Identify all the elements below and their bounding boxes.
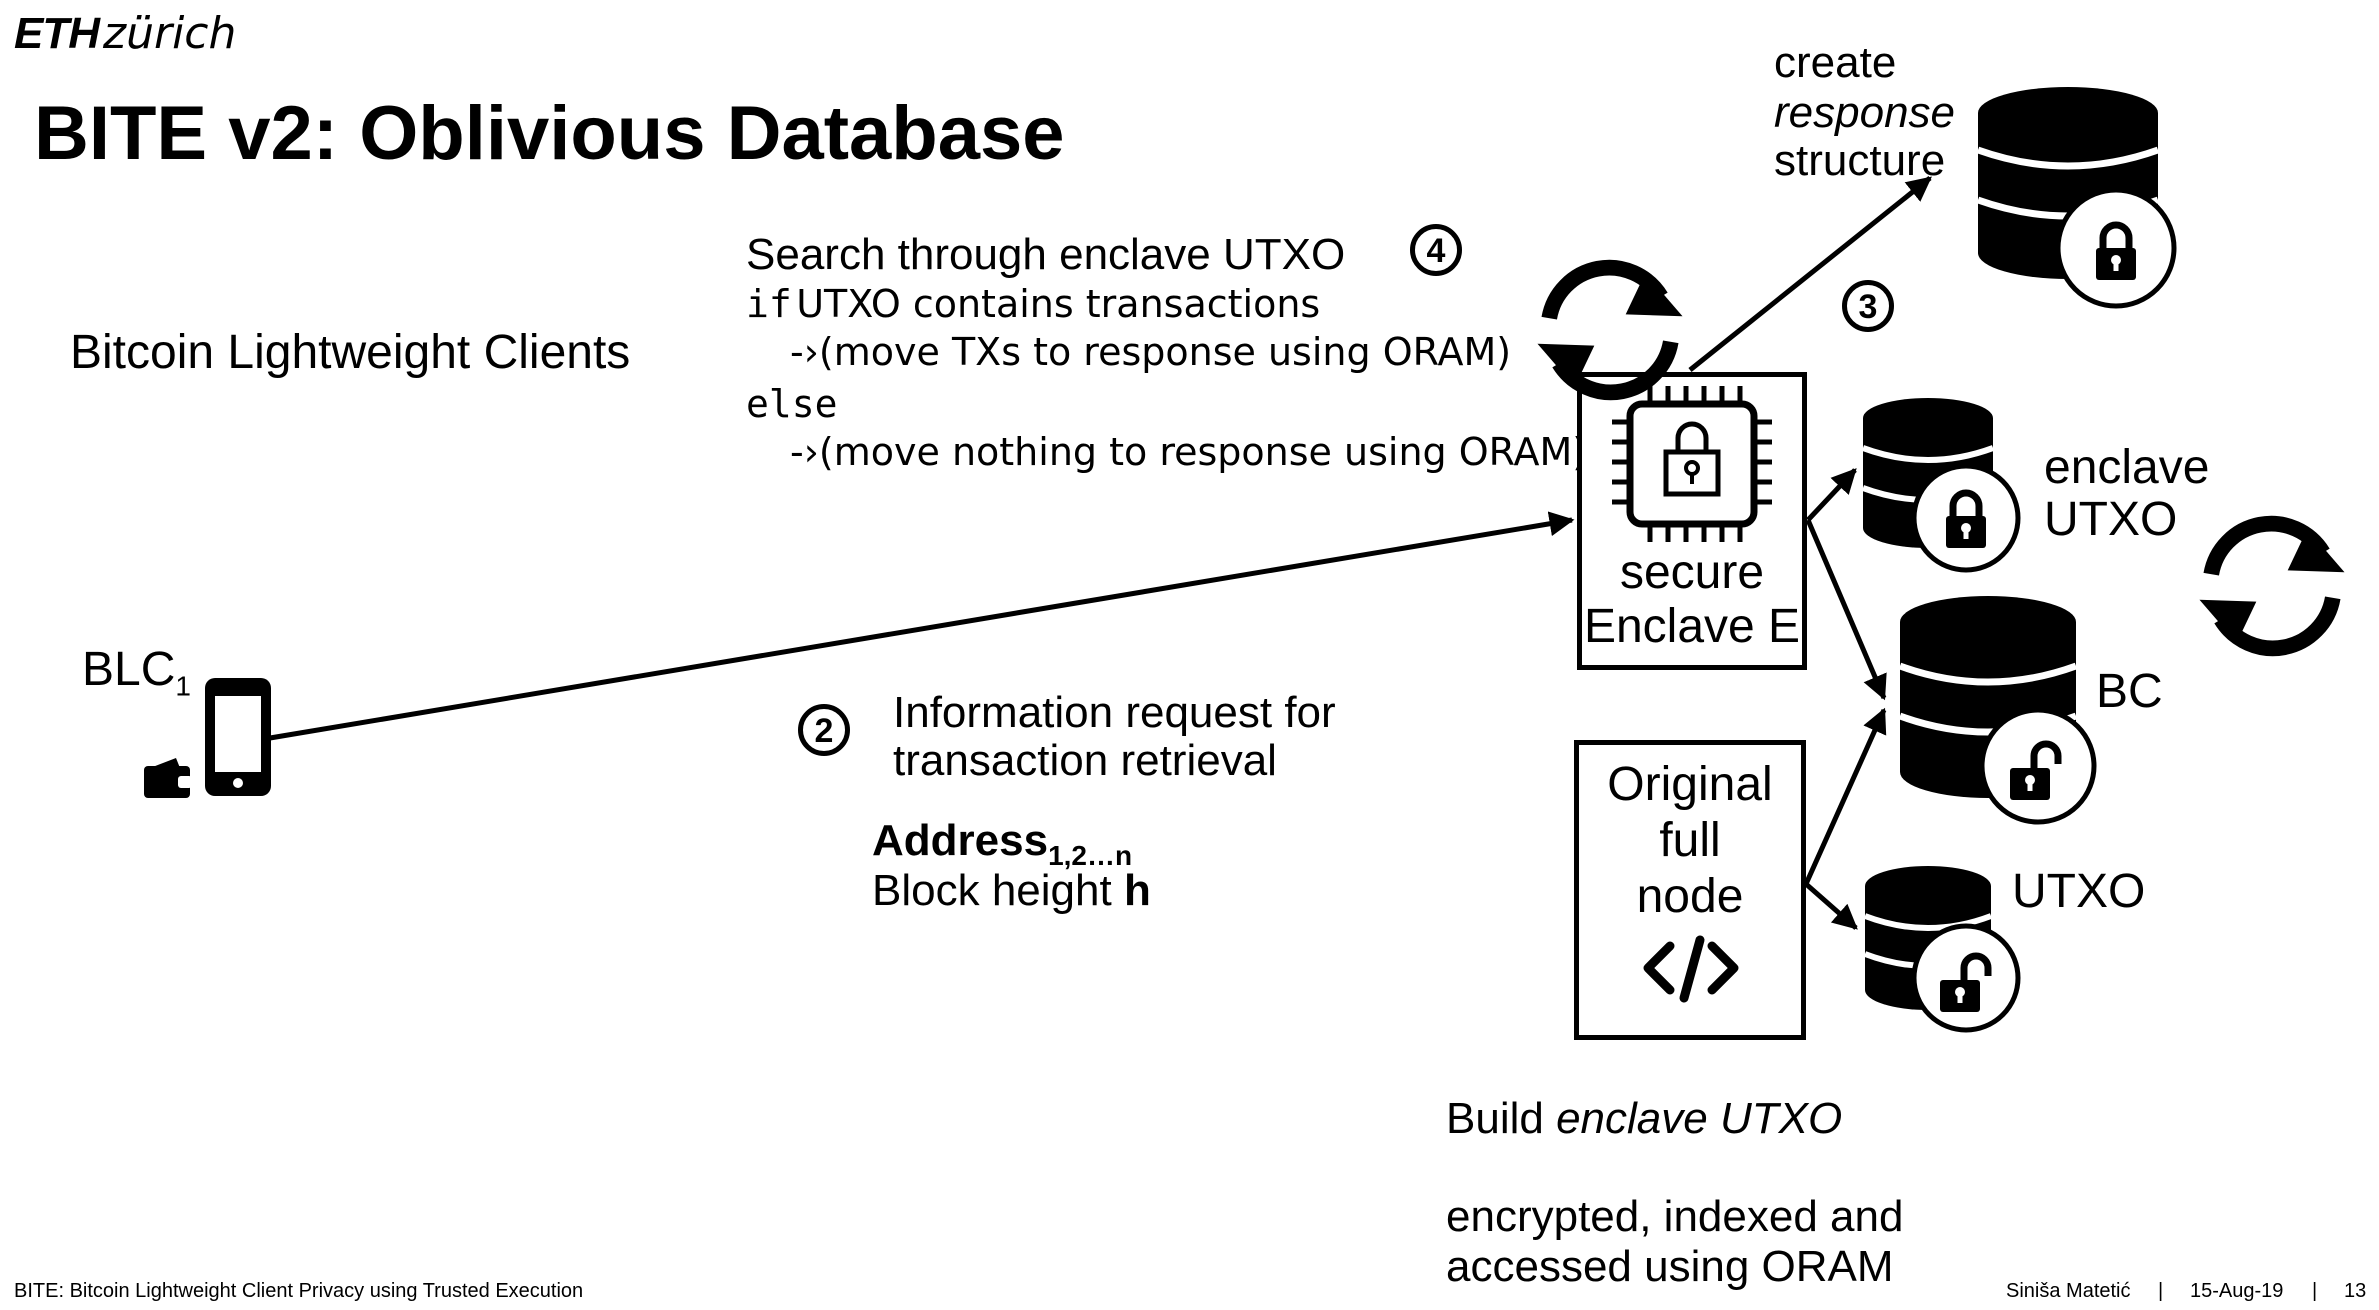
else-keyword: else	[746, 382, 838, 426]
phone-icon	[205, 678, 271, 796]
footer-date: 15-Aug-19	[2190, 1280, 2284, 1302]
if-line: if UTXO contains transactions	[746, 282, 1321, 326]
utxo-label: UTXO	[2012, 865, 2146, 918]
request-line-2: transaction retrieval	[893, 736, 1277, 785]
footer-sep-1: |	[2158, 1280, 2164, 1302]
request-arrow	[269, 511, 1575, 741]
refresh-cycle-icon	[2199, 524, 2344, 649]
enclave-utxo-label-1: enclave	[2044, 441, 2210, 494]
search-heading: Search through enclave UTXO	[746, 230, 1346, 279]
database-lock-icon	[1976, 87, 2177, 309]
enclave-label-1: secure	[1619, 546, 1765, 599]
step-2-badge: 2	[798, 704, 850, 756]
fullnode-label-3: node	[1636, 870, 1744, 923]
footer-title: BITE: Bitcoin Lightweight Client Privacy…	[14, 1280, 584, 1302]
database-unlock-icon	[1898, 596, 2097, 825]
fullnode-label-1: Original	[1607, 758, 1773, 811]
enclave-label-2: Enclave E	[1583, 600, 1801, 653]
blc-label: BLC1	[82, 643, 191, 702]
then-line: -›(move TXs to response using ORAM)	[790, 330, 1512, 374]
fullnode-label-2: full	[1659, 814, 1721, 867]
footer-author: Siniša Matetić	[2006, 1280, 2131, 1302]
response-arrow	[1688, 176, 1932, 372]
database-unlock-icon	[1863, 866, 2021, 1033]
enclave-to-dbs-arrows	[1805, 468, 1887, 701]
wallet-icon	[144, 758, 192, 798]
request-line-1: Information request for	[893, 688, 1336, 737]
cpu-lock-icon	[1612, 386, 1772, 542]
code-icon	[1643, 935, 1739, 1003]
eth-logo: ETHzürich	[14, 8, 237, 59]
fullnode-to-dbs-arrows	[1803, 707, 1887, 930]
build-label: Build enclave UTXO	[1446, 1094, 1843, 1143]
refresh-cycle-icon	[1537, 268, 1682, 393]
create-label: create	[1774, 38, 1897, 87]
build-line-2: encrypted, indexed and	[1446, 1192, 1904, 1241]
else-line: -›(move nothing to response using ORAM)	[790, 430, 1588, 474]
address-label: Address1,2…n	[872, 816, 1133, 871]
step-4-badge: 4	[1410, 224, 1462, 276]
build-line-3: accessed using ORAM	[1446, 1242, 1894, 1291]
page-title: BITE v2: Oblivious Database	[34, 91, 1065, 176]
step-3-badge: 3	[1842, 280, 1894, 332]
clients-label: Bitcoin Lightweight Clients	[70, 326, 631, 379]
footer-page: 13	[2344, 1280, 2367, 1302]
response-label: response	[1774, 88, 1956, 137]
bc-label: BC	[2096, 665, 2163, 718]
block-height-label: Block height h	[872, 866, 1151, 915]
footer-sep-2: |	[2312, 1280, 2318, 1302]
database-lock-icon	[1861, 398, 2021, 573]
enclave-utxo-label-2: UTXO	[2044, 493, 2178, 546]
